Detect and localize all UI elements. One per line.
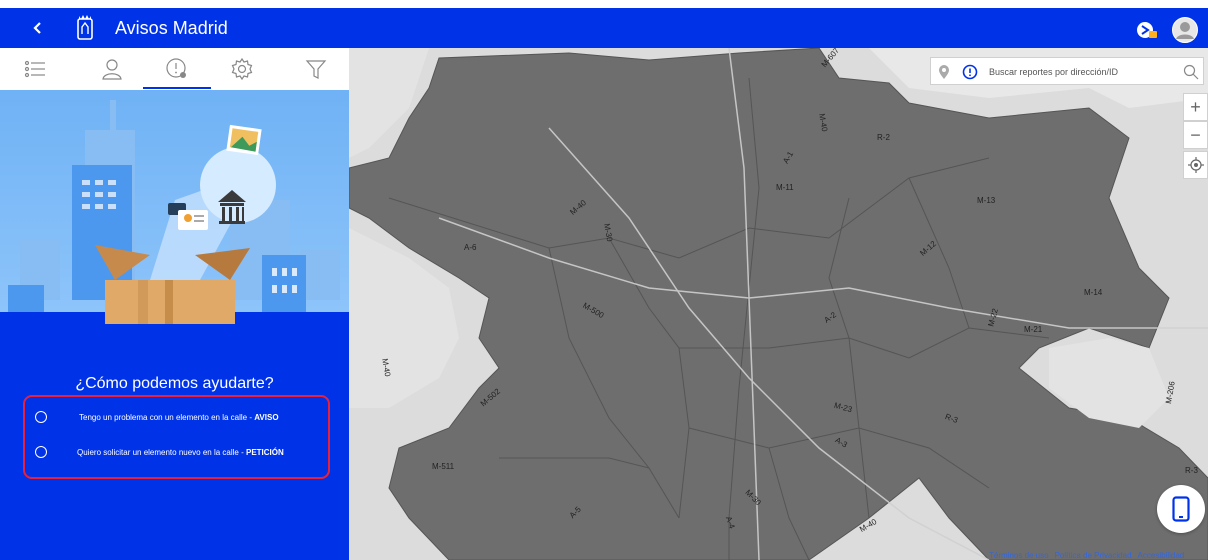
- tab-settings[interactable]: [217, 48, 267, 90]
- map-view[interactable]: M-607 M-40 R-2 A-1 M-11 M-13 M-12 M-40 M…: [349, 48, 1208, 560]
- road-label: M-21: [1024, 325, 1043, 334]
- district-map: [349, 48, 1208, 560]
- list-icon: [24, 60, 45, 78]
- road-label: R-2: [877, 133, 890, 142]
- alert-icon: [166, 58, 186, 78]
- road-label: M-11: [776, 183, 794, 192]
- filter-icon: [305, 60, 327, 79]
- locate-me-button[interactable]: [1183, 151, 1208, 179]
- road-label: R-3: [1185, 466, 1198, 475]
- search-icon[interactable]: [1183, 64, 1199, 80]
- sidebar-tabs: [0, 48, 349, 90]
- road-label: M-511: [432, 462, 455, 471]
- gear-icon: [231, 57, 253, 81]
- madrid-crest-icon: [77, 15, 93, 40]
- option-aviso[interactable]: Tengo un problema con un elemento en la …: [35, 406, 325, 428]
- tab-user[interactable]: [87, 48, 137, 90]
- user-avatar[interactable]: [1172, 17, 1198, 43]
- terms-link[interactable]: Términos de uso: [989, 551, 1049, 560]
- smartphone-icon: [1172, 496, 1190, 522]
- zoom-out-button[interactable]: −: [1183, 121, 1208, 149]
- radio-peticion[interactable]: [35, 446, 47, 458]
- report-type-options: Tengo un problema con un elemento en la …: [23, 395, 330, 479]
- sidebar: ¿Cómo podemos ayudarte? Tengo un problem…: [0, 48, 349, 560]
- alert-icon[interactable]: [962, 64, 978, 80]
- report-sync-icon: [1137, 22, 1157, 38]
- tab-filter[interactable]: [291, 48, 341, 90]
- report-sync-button[interactable]: [1134, 17, 1160, 43]
- search-input[interactable]: [989, 64, 1169, 80]
- privacy-link[interactable]: Política de Privacidad: [1054, 551, 1132, 560]
- radio-aviso[interactable]: [35, 411, 47, 423]
- road-label: A-6: [464, 243, 477, 252]
- location-pin-icon: [939, 65, 949, 79]
- chevron-left-icon: [33, 22, 41, 34]
- user-avatar-icon: [1172, 17, 1198, 43]
- report-search-box: [930, 57, 1204, 85]
- app-header: Avisos Madrid: [0, 8, 1208, 48]
- tab-list[interactable]: [10, 48, 60, 90]
- map-footer-links: Términos de uso Política de Privacidad Acc…: [989, 551, 1190, 560]
- help-illustration: [0, 90, 349, 324]
- app-title: Avisos Madrid: [115, 18, 228, 38]
- option-peticion-label: Quiero solicitar un elemento nuevo en la…: [77, 447, 284, 457]
- road-label: M-13: [977, 196, 996, 205]
- accessibility-link[interactable]: Accesibilidad: [1137, 551, 1185, 560]
- crosshair-icon: [1187, 157, 1204, 173]
- zoom-in-button[interactable]: +: [1183, 93, 1208, 121]
- mobile-app-button[interactable]: [1157, 485, 1205, 533]
- back-button[interactable]: [26, 8, 50, 48]
- user-icon: [102, 59, 122, 80]
- active-tab-indicator: [143, 87, 211, 89]
- help-title: ¿Cómo podemos ayudarte?: [75, 375, 274, 392]
- option-peticion[interactable]: Quiero solicitar un elemento nuevo en la…: [35, 441, 325, 463]
- road-label: M-14: [1084, 288, 1103, 297]
- tab-report[interactable]: [152, 48, 202, 90]
- option-aviso-label: Tengo un problema con un elemento en la …: [79, 412, 279, 422]
